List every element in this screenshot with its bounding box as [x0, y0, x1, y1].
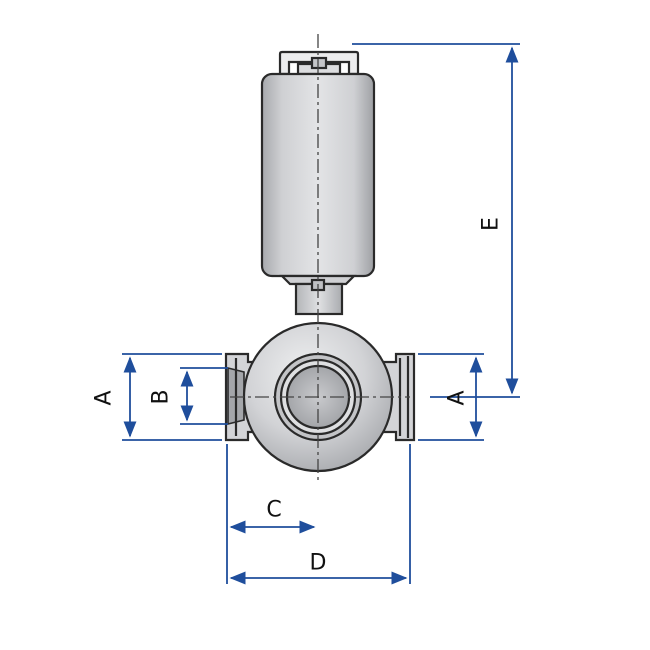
- dimension-label-a-right: A: [445, 390, 470, 405]
- dimension-label-a-left: A: [92, 390, 117, 405]
- dimension-label-c: C: [266, 498, 281, 523]
- valve-stem: [279, 274, 357, 316]
- dimension-lines: [122, 43, 520, 585]
- centerlines: [230, 34, 410, 484]
- dimension-label-e: E: [479, 217, 504, 231]
- actuator-top-bracket: [278, 50, 360, 76]
- dimension-label-d: D: [310, 551, 327, 576]
- dimension-label-b: B: [149, 389, 174, 404]
